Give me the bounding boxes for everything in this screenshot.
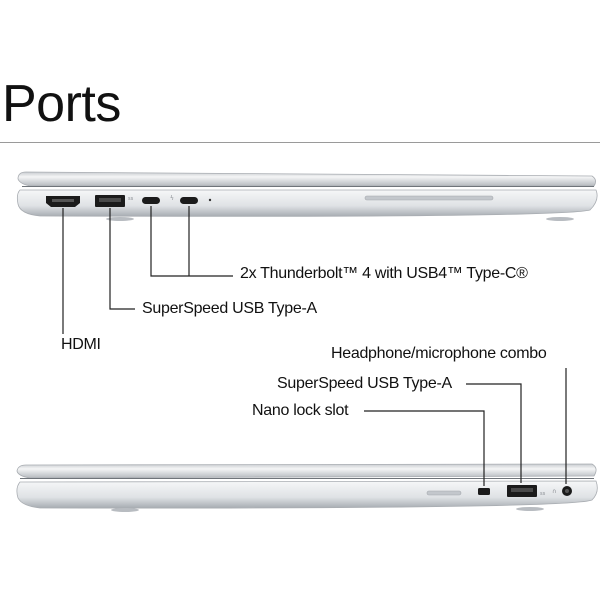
page-title: Ports	[2, 75, 121, 133]
usb-ss-icon: ss	[540, 491, 546, 497]
headphone-jack-inner	[565, 489, 569, 493]
callout-nano-lock: Nano lock slot	[252, 402, 349, 419]
thunderbolt-port-1	[142, 197, 160, 204]
leader-line-usb-a	[109, 208, 135, 310]
headphone-icon: ∩	[552, 488, 556, 495]
laptop-foot	[111, 508, 139, 512]
callout-usb-a-right: SuperSpeed USB Type-A	[277, 375, 452, 392]
laptop-left-side-view: ss ϟ	[16, 171, 598, 221]
leader-line-thunderbolt	[150, 206, 233, 277]
thunderbolt-icon: ϟ	[170, 195, 174, 202]
laptop-lid	[17, 171, 596, 187]
thunderbolt-port-2	[180, 197, 198, 204]
callout-usb-a-left: SuperSpeed USB Type-A	[142, 300, 317, 317]
callout-thunderbolt: 2x Thunderbolt™ 4 with USB4™ Type-C®	[240, 265, 528, 282]
leader-line-lock	[364, 410, 485, 486]
nano-lock-slot	[478, 488, 490, 495]
callout-hdmi: HDMI	[61, 336, 101, 353]
hdmi-port-inner	[52, 199, 74, 202]
right-leader-lines	[364, 368, 567, 486]
callout-headphone: Headphone/microphone combo	[331, 345, 547, 362]
laptop-foot	[516, 507, 544, 511]
laptop-base	[16, 480, 598, 509]
title-divider	[0, 142, 600, 143]
left-leader-lines	[62, 206, 233, 334]
vent-slot	[364, 195, 494, 201]
laptop-lid	[16, 463, 597, 479]
laptop-foot	[106, 217, 134, 221]
usb-a-port-tongue	[511, 488, 533, 492]
laptop-right-side-view: ss ∩	[16, 463, 598, 512]
charge-indicator-light	[208, 198, 212, 202]
leader-line-usb-a	[466, 383, 522, 483]
laptop-foot	[546, 217, 574, 221]
usb-a-port-tongue	[99, 198, 121, 202]
usb-ss-icon: ss	[128, 196, 134, 202]
vent-slot	[426, 490, 462, 496]
